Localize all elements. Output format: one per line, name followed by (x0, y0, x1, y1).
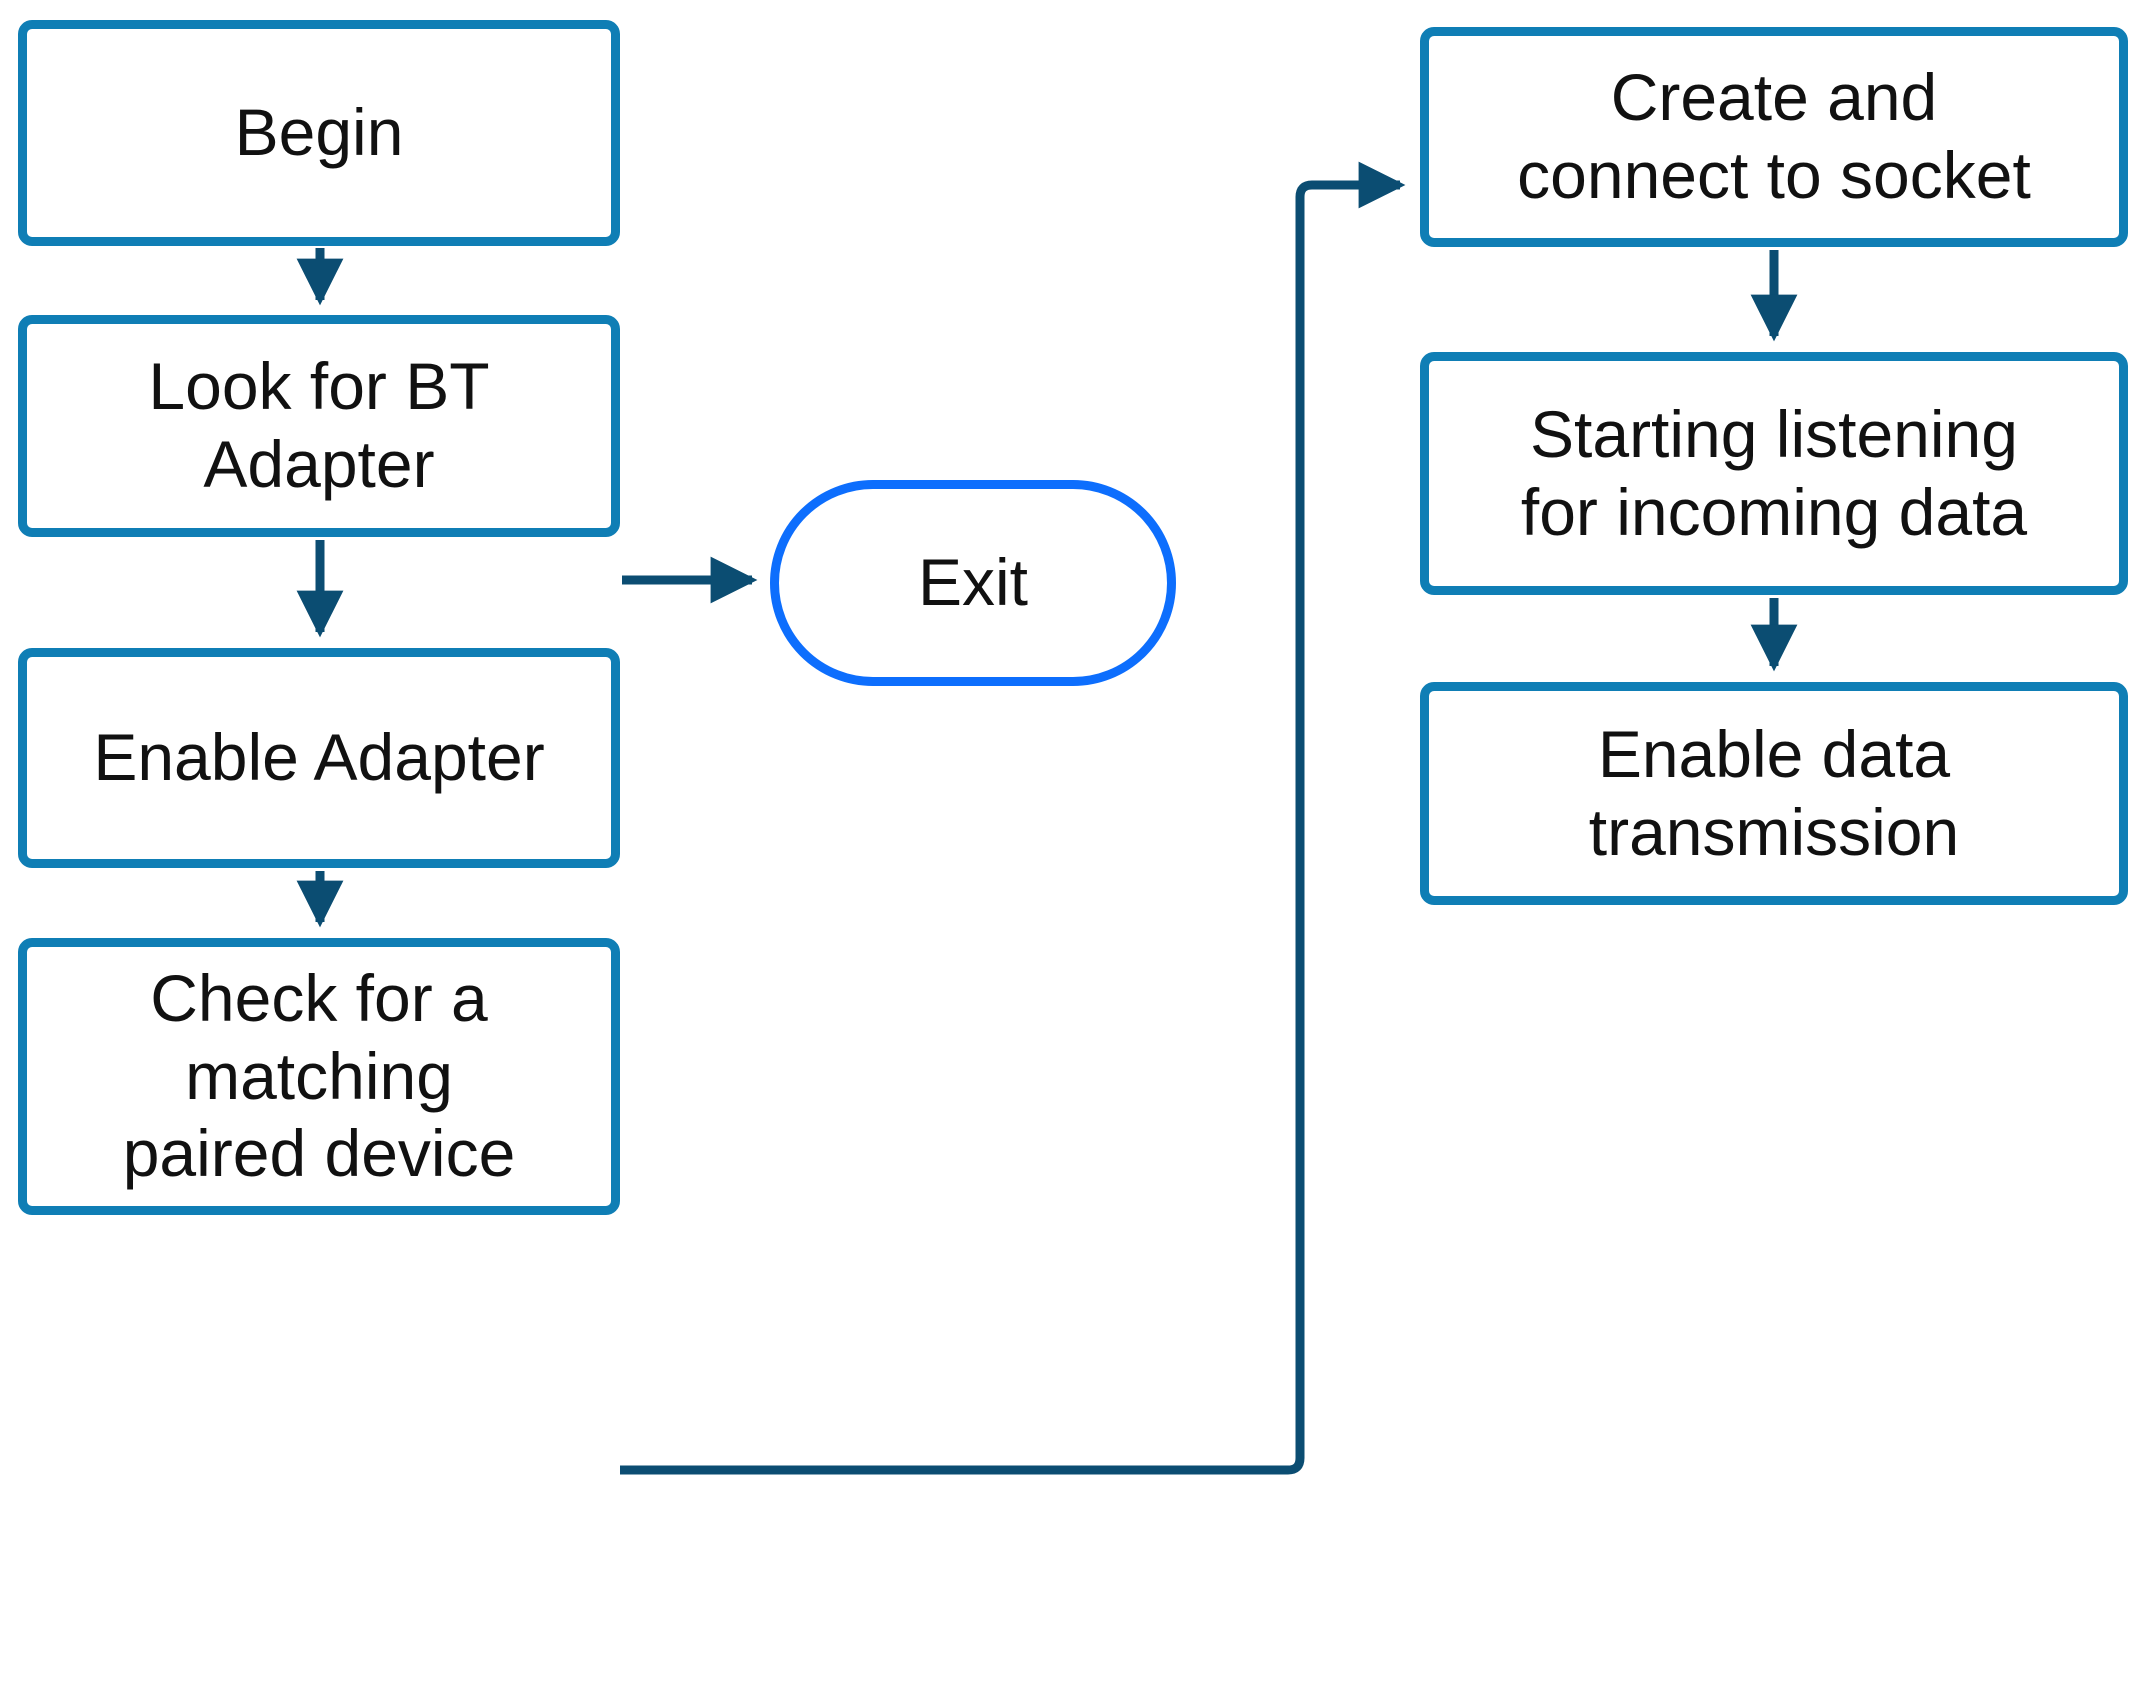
node-create-and-connect-to-socket[interactable]: Create and connect to socket (1420, 27, 2128, 247)
node-enable-adapter-label: Enable Adapter (93, 720, 545, 795)
node-check-for-matching-paired-device[interactable]: Check for a matching paired device (18, 938, 620, 1215)
node-begin-label: Begin (234, 95, 404, 170)
node-enable-data-transmission-label: Enable data transmission (1588, 716, 1960, 869)
node-enable-adapter[interactable]: Enable Adapter (18, 648, 620, 868)
node-exit-label: Exit (917, 545, 1029, 620)
node-look-for-bt-adapter[interactable]: Look for BT Adapter (18, 315, 620, 537)
node-check-for-matching-paired-device-label: Check for a matching paired device (122, 960, 516, 1191)
node-look-for-bt-adapter-label: Look for BT Adapter (148, 349, 490, 501)
node-starting-listening-for-incoming-data-label: Starting listening for incoming data (1520, 396, 2028, 549)
node-starting-listening-for-incoming-data[interactable]: Starting listening for incoming data (1420, 352, 2128, 595)
node-exit[interactable]: Exit (770, 480, 1176, 686)
edge-check-for-matching-paired-device-to-create-and-connect-to-socket (620, 161, 1406, 1475)
node-begin[interactable]: Begin (18, 20, 620, 246)
node-enable-data-transmission[interactable]: Enable data transmission (1420, 682, 2128, 905)
node-create-and-connect-to-socket-label: Create and connect to socket (1517, 60, 2031, 212)
